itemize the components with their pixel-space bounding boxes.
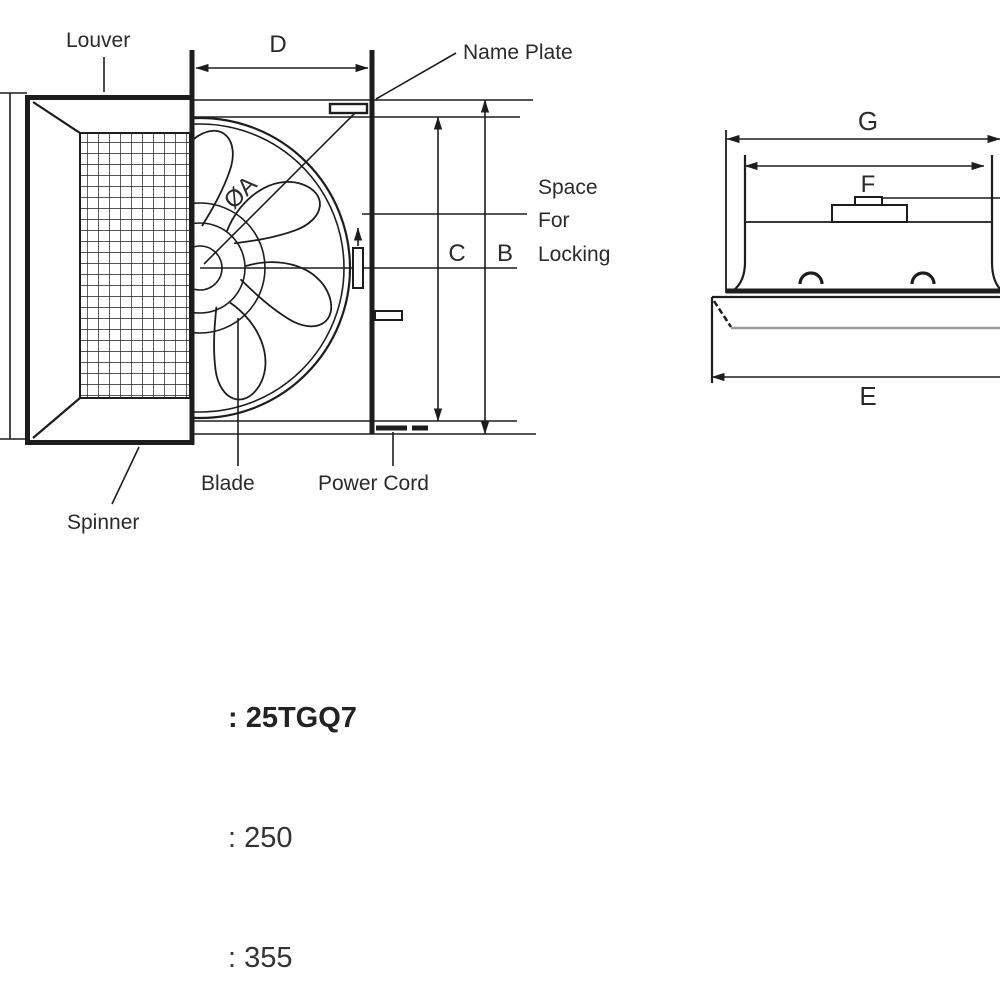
dim-label-f: F [861,171,876,198]
mounting-hook-right [910,271,936,285]
louver-label: Louver [66,29,130,52]
motor-box [831,204,908,223]
mounting-hook-left [798,271,824,285]
spec-row-value1: : 250 [228,822,293,854]
locking-label-line3: Locking [538,243,610,266]
spec-row-model: : 25TGQ7 [228,702,357,734]
spinner-leader [111,446,140,505]
name-plate-leader [375,52,457,100]
name-plate [328,102,369,115]
dim-label-d: D [269,31,286,58]
name-plate-label: Name Plate [463,41,573,64]
side-view: ØA D Name Plate C B Space For Locking [0,29,610,534]
wall-edge-lines [0,92,27,440]
housing-top-bottom-lines [194,99,536,435]
body-left-wall [733,155,747,291]
spinner-label: Spinner [67,511,139,534]
locking-label-line1: Space [538,176,598,199]
top-view: G F E [710,106,1000,411]
dim-label-b: B [497,240,513,267]
mounting-tab [374,310,403,321]
blade-label: Blade [201,472,255,495]
power-cord-label: Power Cord [318,472,429,495]
motor-cap [854,196,883,206]
locking-clip [352,247,364,289]
diameter-a-line [203,111,357,265]
spec-row-value2: : 355 [228,942,293,974]
louver-mesh-grid [79,132,191,399]
body-right-wall [990,155,1000,291]
locking-label-line2: For [538,209,570,232]
dim-label-g: G [858,106,878,136]
louver-panel-bevel [712,300,733,328]
louver-bevel-lines [32,101,81,439]
dim-label-e: E [859,381,876,411]
dim-label-c: C [448,240,465,267]
spec-value-list: : 25TGQ7 : 250 : 355 : 336 : 177.5 : 365… [228,618,357,1000]
